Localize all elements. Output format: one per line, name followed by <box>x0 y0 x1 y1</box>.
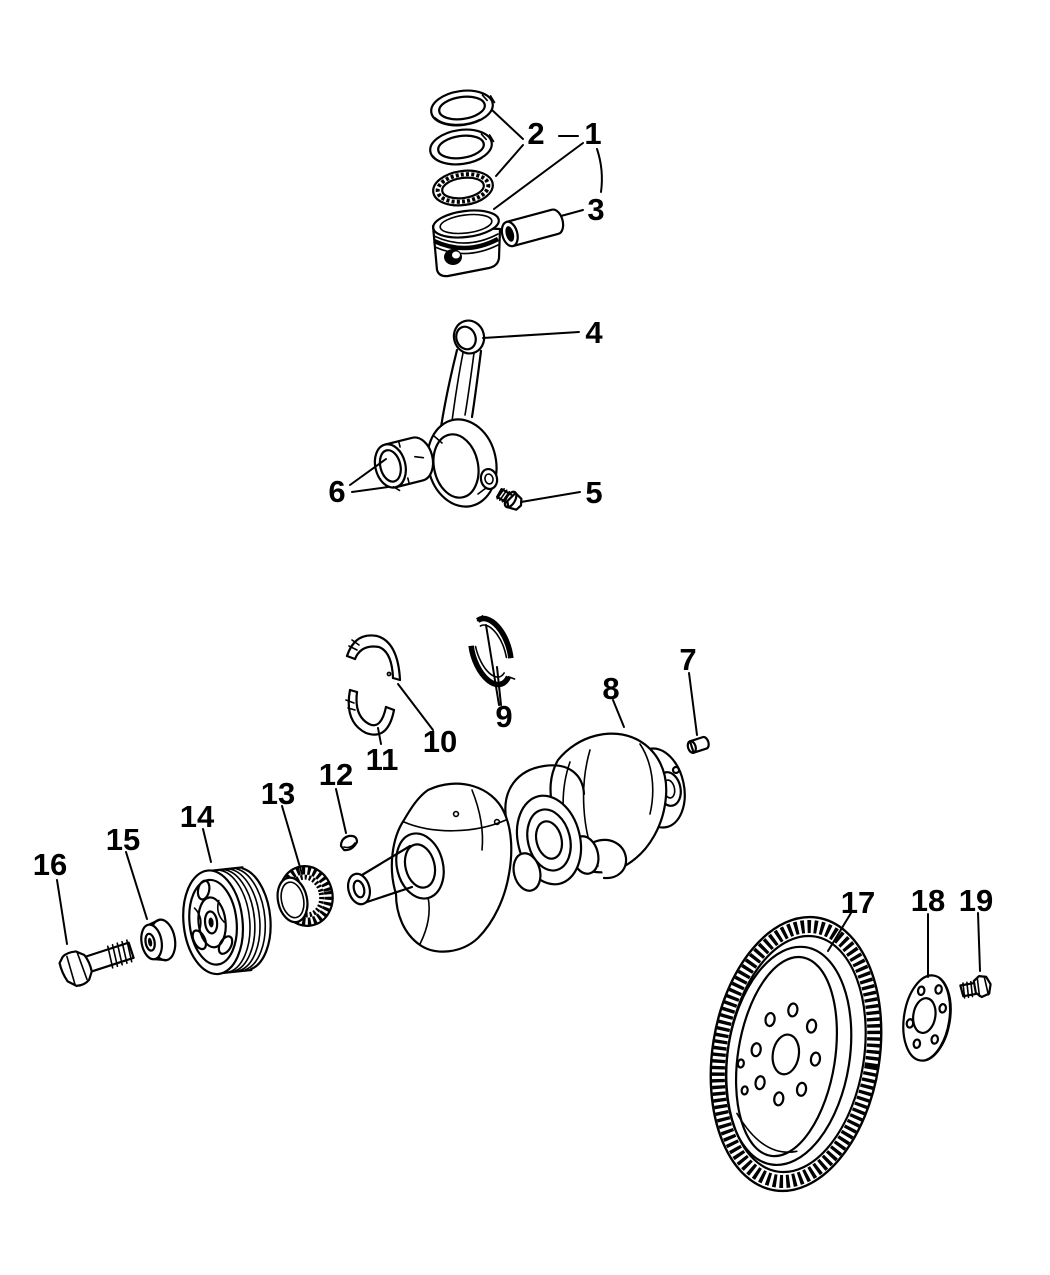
callout-11[interactable]: 11 <box>366 742 399 777</box>
rod-bolt <box>495 488 523 511</box>
callout-19[interactable]: 19 <box>959 883 993 918</box>
main-bearing-lower <box>345 688 396 736</box>
woodruff-key <box>339 834 359 852</box>
callout-6[interactable]: 6 <box>328 474 345 509</box>
piston <box>431 209 502 278</box>
callout-18[interactable]: 18 <box>911 883 945 918</box>
flexplate-bolt <box>959 975 992 999</box>
callout-17[interactable]: 17 <box>841 885 875 920</box>
crank-pulley <box>182 866 272 976</box>
leader-lines <box>56 109 981 978</box>
rod-bearing <box>373 436 435 492</box>
callout-14[interactable]: 14 <box>180 799 215 834</box>
connecting-rod <box>426 319 499 508</box>
callout-7[interactable]: 7 <box>679 642 696 677</box>
callout-15[interactable]: 15 <box>106 822 140 857</box>
callout-4[interactable]: 4 <box>585 315 603 350</box>
main-bearing-upper <box>345 634 402 682</box>
piston-ring-oil <box>432 169 494 207</box>
pulley-washer <box>140 918 177 962</box>
callout-1[interactable]: 1 <box>584 116 601 151</box>
timing-sprocket <box>276 865 334 927</box>
crankshaft <box>346 732 686 953</box>
callout-3[interactable]: 3 <box>587 192 604 227</box>
callout-2[interactable]: 2 <box>527 116 544 151</box>
thrust-washers <box>468 615 516 688</box>
callout-9[interactable]: 9 <box>495 699 512 734</box>
piston-ring-second <box>429 128 495 166</box>
dowel-pin <box>686 735 710 754</box>
spacer-plate <box>902 974 952 1062</box>
callout-13[interactable]: 13 <box>261 776 295 811</box>
callout-10[interactable]: 10 <box>423 724 457 759</box>
piston-pin <box>500 208 565 248</box>
callout-12[interactable]: 12 <box>319 757 353 792</box>
callout-8[interactable]: 8 <box>602 671 619 706</box>
flexplate <box>709 915 883 1193</box>
callouts: 1 2 3 4 5 6 7 8 9 10 11 12 13 14 15 16 1… <box>33 116 993 920</box>
piston-ring-top <box>430 89 496 127</box>
pulley-bolt <box>58 939 135 987</box>
callout-5[interactable]: 5 <box>585 475 602 510</box>
callout-16[interactable]: 16 <box>33 847 67 882</box>
